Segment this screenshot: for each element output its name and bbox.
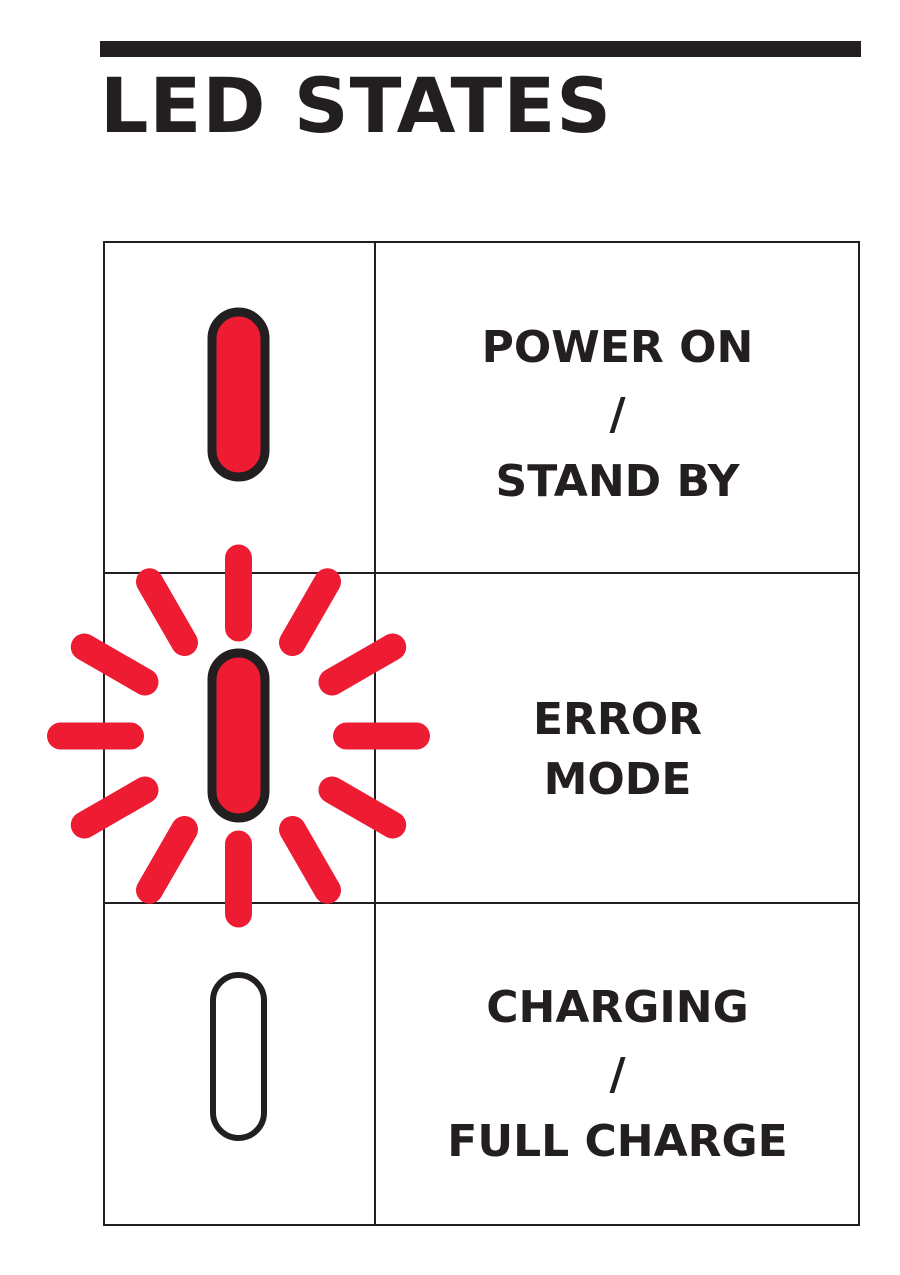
top-rule bbox=[100, 41, 861, 57]
led-blink-rays-icon bbox=[47, 544, 430, 928]
state-label-line: FULL CHARGE bbox=[447, 1116, 788, 1167]
state-label-line: POWER ON bbox=[481, 322, 754, 373]
state-label-power-on: POWER ON / STAND BY bbox=[376, 300, 859, 530]
state-label-line: CHARGING bbox=[486, 982, 749, 1033]
blink-ray bbox=[70, 633, 159, 696]
led-off-icon bbox=[210, 972, 267, 1141]
state-label-line: MODE bbox=[543, 754, 692, 805]
state-label-line: / bbox=[609, 389, 626, 440]
blink-ray bbox=[279, 568, 341, 656]
page-title: LED STATES bbox=[100, 61, 612, 150]
state-label-line: STAND BY bbox=[495, 456, 740, 507]
led-blinking-red-icon bbox=[207, 648, 270, 823]
state-label-charging: CHARGING / FULL CHARGE bbox=[376, 965, 859, 1185]
state-label-line: ERROR bbox=[532, 694, 703, 745]
blink-ray bbox=[279, 816, 341, 904]
state-label-line: / bbox=[609, 1049, 626, 1100]
blink-ray bbox=[318, 633, 407, 696]
blink-ray bbox=[70, 776, 159, 839]
led-solid-red-icon bbox=[207, 307, 270, 482]
blink-ray bbox=[136, 816, 198, 904]
blink-ray bbox=[136, 568, 198, 656]
blink-ray bbox=[318, 776, 407, 839]
state-label-error-mode: ERROR MODE bbox=[376, 680, 859, 820]
